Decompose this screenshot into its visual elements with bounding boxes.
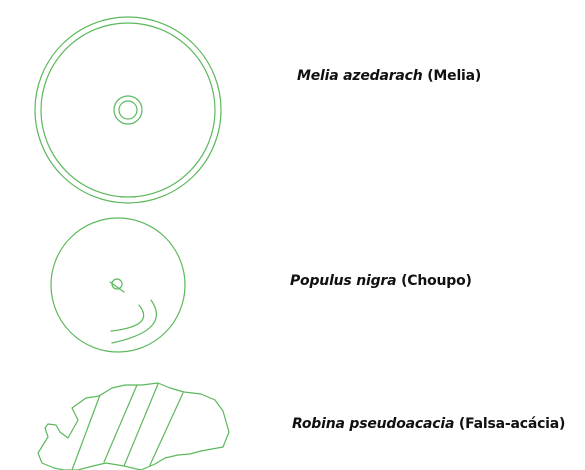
robina-hatch-3 [124,384,158,466]
scientific-name: Populus nigra [290,273,397,289]
populus-canopy [51,218,185,352]
common-name: (Choupo) [401,273,472,289]
populus-tree-icon [51,218,185,352]
melia-outer-ring [35,17,221,203]
melia-tree-icon [35,17,221,203]
melia-trunk-inner [119,101,137,119]
robina-hatch-4 [150,393,183,465]
robina-canopy-outline [38,383,229,470]
robina-tree-icon [38,383,229,470]
tree-label-robina: Robina pseudoacacia (Falsa-acácia) [292,415,565,433]
melia-trunk-outer [114,96,142,124]
robina-hatch-1 [72,395,100,470]
populus-arc-inner [111,305,144,331]
scientific-name: Robina pseudoacacia [292,416,455,432]
common-name: (Melia) [427,68,482,84]
tree-label-melia: Melia azedarach (Melia) [297,67,481,85]
scientific-name: Melia azedarach [297,68,423,84]
robina-hatch-2 [104,385,137,462]
tree-label-populus: Populus nigra (Choupo) [290,272,472,290]
common-name: (Falsa-acácia) [458,416,566,432]
melia-inner-ring [41,23,215,197]
populus-arc-outer [112,300,156,343]
populus-tick [110,282,124,292]
